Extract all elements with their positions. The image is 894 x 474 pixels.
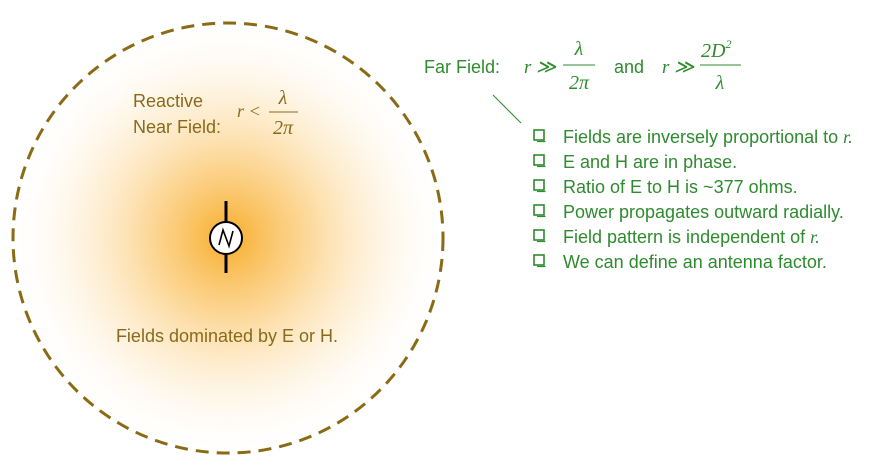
- far-field-cond1-lhs: r ≫: [524, 57, 557, 78]
- far-field-cond2-denominator: λ: [715, 72, 725, 94]
- checkbox-icon: [533, 179, 545, 191]
- far-field-cond2-numerator: 2D2: [701, 37, 731, 62]
- near-field-label-line1: Reactive: [133, 91, 203, 111]
- far-field-bullet-text: E and H are in phase.: [563, 152, 737, 172]
- checkbox-icon: [533, 229, 545, 241]
- near-field-caption: Fields dominated by E or H.: [116, 326, 338, 346]
- checkbox-icon: [533, 129, 545, 141]
- far-field-bullet-text: Field pattern is independent of r.: [563, 227, 820, 247]
- ac-source-icon: [209, 201, 243, 273]
- far-field-bullet-text: Power propagates outward radially.: [563, 202, 844, 222]
- checkbox-icon: [533, 154, 545, 166]
- far-field-label: Far Field:: [424, 57, 500, 77]
- near-field-condition-denominator: 2π: [273, 117, 294, 139]
- far-field-cond2-lhs: r ≫: [662, 57, 695, 78]
- far-field-bullet-text: Fields are inversely proportional to r.: [563, 127, 853, 147]
- far-field-pointer-line: [492, 94, 522, 124]
- checkbox-icon: [533, 204, 545, 216]
- far-field-cond1-denominator: 2π: [569, 72, 590, 94]
- near-field-label-line2: Near Field:: [133, 117, 221, 137]
- far-field-bullet-text: We can define an antenna factor.: [563, 252, 827, 272]
- near-field-condition-lhs: r <: [237, 101, 261, 121]
- far-field-and: and: [614, 57, 644, 77]
- far-field-cond1-numerator: λ: [574, 38, 584, 60]
- near-field-boundary: [11, 21, 445, 455]
- near-field-condition-numerator: λ: [278, 87, 288, 109]
- checkbox-icon: [533, 254, 545, 266]
- far-field-bullet-text: Ratio of E to H is ~377 ohms.: [563, 177, 798, 197]
- far-field-bullet-list: Fields are inversely proportional to r. E…: [533, 127, 853, 272]
